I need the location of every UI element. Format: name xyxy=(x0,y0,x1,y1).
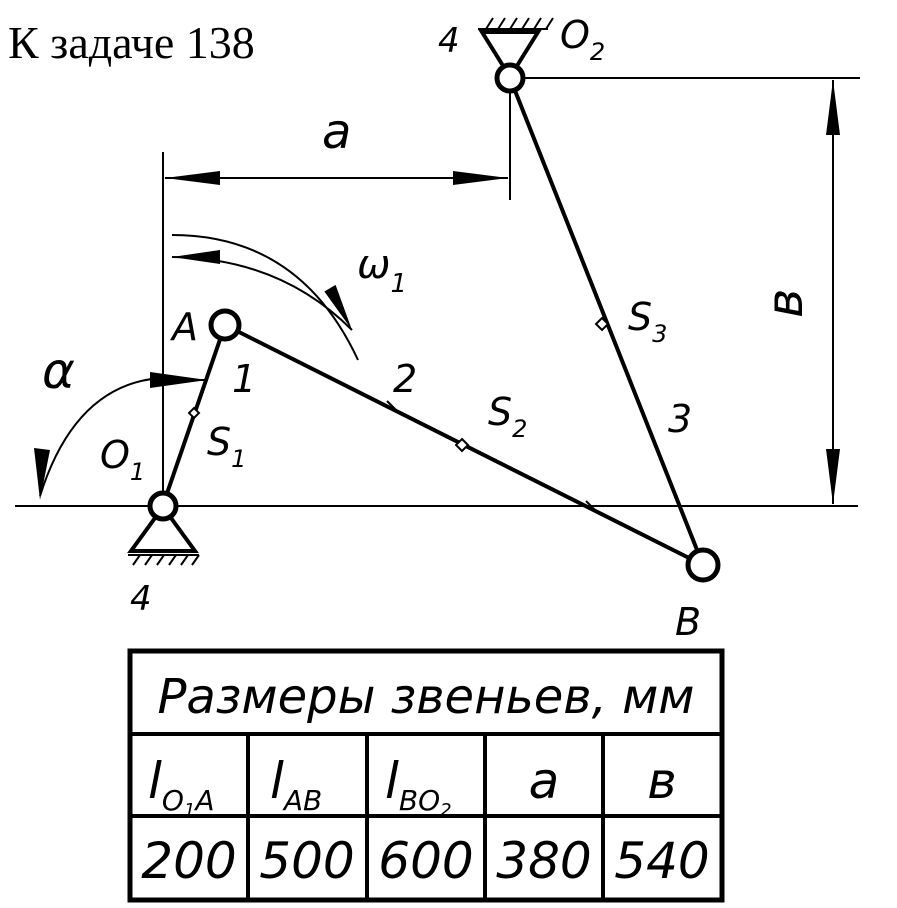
omega-label: ω1 xyxy=(357,242,407,299)
s2-label: S2 xyxy=(488,390,527,443)
dimension-b-bottom-arrow xyxy=(826,449,840,504)
omega-left-arrowhead xyxy=(172,250,220,264)
value-cell-lab: 500 xyxy=(259,832,354,890)
link-2-tick-2 xyxy=(585,500,599,514)
dimensions-table: Размеры звеньев, мм lO1A lAB lBO2 a в 20… xyxy=(127,648,725,903)
header-cell-lo1a: lO1A xyxy=(148,752,215,821)
s1-marker xyxy=(187,406,201,420)
value-cell-a: 380 xyxy=(496,832,591,890)
joint-o1 xyxy=(147,490,179,522)
point-a-label: A xyxy=(169,305,198,349)
value-cell-b: 540 xyxy=(614,832,709,890)
link-1-label: 1 xyxy=(232,357,256,401)
table-border xyxy=(127,648,725,903)
header-cell-lab: lAB xyxy=(270,752,322,817)
point-o1-label: O1 xyxy=(100,433,145,486)
link-2-label: 2 xyxy=(393,357,417,401)
omega-arc-inner xyxy=(171,256,353,331)
ground-top-number: 4 xyxy=(438,21,460,61)
omega-symbol: ω xyxy=(357,242,391,288)
s3-label: S3 xyxy=(628,295,667,348)
table-title: Размеры звеньев, мм xyxy=(157,669,694,725)
header-cell-a: a xyxy=(529,752,560,810)
link-3-label: 3 xyxy=(668,397,692,441)
header-cell-lbo2: lBO2 xyxy=(385,752,452,821)
header-cell-b: в xyxy=(647,752,676,810)
link-2-tick xyxy=(386,400,400,414)
dimension-b-label: в xyxy=(756,289,814,318)
point-o2-label: O2 xyxy=(560,13,605,66)
joint-b xyxy=(685,547,721,583)
ground-o1-hatch xyxy=(132,554,200,566)
alpha-arc xyxy=(39,377,161,497)
omega-arrowhead xyxy=(324,284,352,330)
omega-subscript: 1 xyxy=(391,269,408,299)
joint-o2 xyxy=(494,62,526,94)
value-cell-lbo2: 600 xyxy=(378,832,473,890)
dimension-a-label: a xyxy=(322,104,351,160)
s3-marker xyxy=(594,316,610,332)
alpha-arrow-down xyxy=(34,448,50,500)
point-b-label: B xyxy=(675,600,701,644)
task-title: К задаче 138 xyxy=(8,17,255,68)
ground-o2-hatch xyxy=(485,17,554,30)
ground-support-o2 xyxy=(478,30,542,81)
s2-marker xyxy=(454,437,470,453)
alpha-label: α xyxy=(42,342,75,400)
omega-arc-outer xyxy=(171,234,359,361)
s1-label: S1 xyxy=(207,420,246,473)
ground-support-o1 xyxy=(127,503,199,553)
ground-bottom-number: 4 xyxy=(130,579,152,619)
dimension-a-left-arrow xyxy=(165,171,220,185)
dimension-b-top-arrow xyxy=(826,80,840,135)
joint-a xyxy=(208,308,242,342)
dimension-a-right-arrow xyxy=(453,171,508,185)
value-cell-lo1a: 200 xyxy=(141,832,236,890)
